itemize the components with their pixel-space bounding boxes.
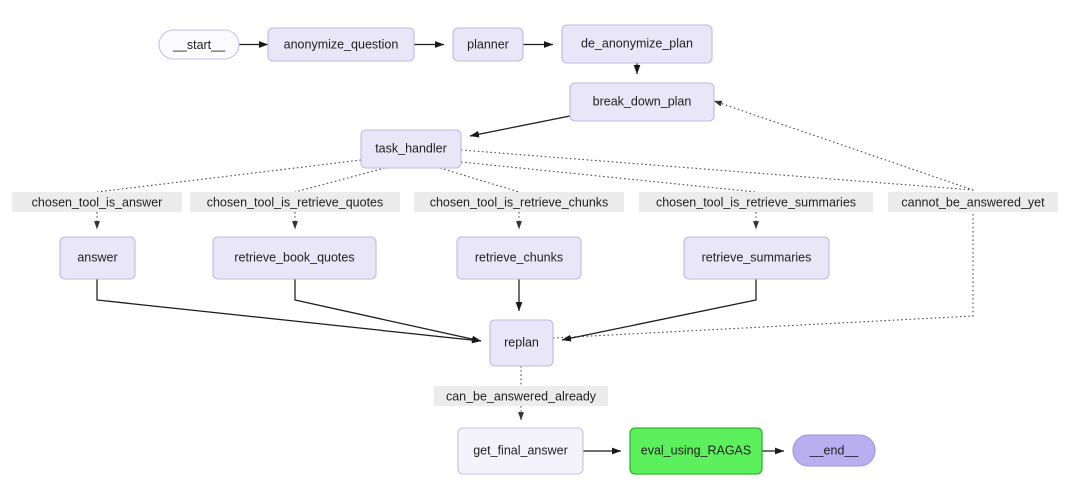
edge-label-chosen-tool-is-retrieve-quotes: chosen_tool_is_retrieve_quotes [190, 192, 400, 212]
node-planner[interactable]: planner [452, 27, 524, 62]
node-label: planner [467, 37, 509, 51]
node-label: de_anonymize_plan [581, 36, 693, 50]
node-label: __start__ [172, 38, 226, 52]
node-label: replan [504, 335, 539, 349]
node-replan[interactable]: replan [489, 319, 554, 367]
edge-task-handler-to-chosen-tool-is-retrieve-summaries [460, 161, 757, 193]
edge-label-chosen-tool-is-answer: chosen_tool_is_answer [12, 192, 182, 212]
edge-task-handler-to-chosen-tool-is-answer [96, 159, 362, 193]
node-de-anonymize-plan[interactable]: de_anonymize_plan [561, 24, 713, 64]
edge-label-cannot-be-answered-yet: cannot_be_answered_yet [888, 192, 1058, 212]
edge-task-handler-to-cannot-be-answered-yet [460, 149, 974, 191]
edge-layer [94, 41, 974, 455]
node-label: task_handler [375, 141, 447, 155]
node-start[interactable]: __start__ [158, 29, 240, 60]
edge-label-text: can_be_answered_already [446, 389, 597, 403]
node-label: get_final_answer [473, 443, 568, 457]
node-label: eval_using_RAGAS [641, 443, 751, 457]
edge-replan-to-break-down-plan [552, 100, 974, 339]
edge-answer-to-replan [96, 279, 482, 344]
edge-break-down-plan-to-task-handler [469, 115, 571, 138]
edge-retrieve-book-quotes-to-replan [294, 279, 482, 343]
node-end[interactable]: __end__ [792, 434, 876, 467]
node-layer: __start__ anonymize_question planner de_… [59, 24, 876, 475]
node-label: answer [77, 250, 117, 264]
node-answer[interactable]: answer [59, 236, 136, 280]
edge-label-text: chosen_tool_is_retrieve_quotes [207, 195, 384, 209]
node-label: break_down_plan [593, 94, 692, 108]
node-get-final-answer[interactable]: get_final_answer [457, 427, 584, 475]
edge-task-handler-to-chosen-tool-is-retrieve-chunks [439, 167, 520, 193]
node-break-down-plan[interactable]: break_down_plan [569, 82, 715, 122]
edge-label-can-be-answered-already: can_be_answered_already [434, 386, 608, 406]
node-task-handler[interactable]: task_handler [360, 129, 462, 169]
edge-retrieve-summaries-to-replan [561, 279, 757, 342]
node-label: retrieve_chunks [475, 250, 563, 264]
edge-label-text: chosen_tool_is_answer [32, 195, 163, 209]
edge-label-chosen-tool-is-retrieve-chunks: chosen_tool_is_retrieve_chunks [414, 192, 624, 212]
edge-label-layer: chosen_tool_is_answer chosen_tool_is_ret… [12, 192, 1058, 406]
edge-label-text: chosen_tool_is_retrieve_summaries [656, 195, 856, 209]
node-retrieve-book-quotes[interactable]: retrieve_book_quotes [212, 236, 377, 280]
edge-task-handler-to-chosen-tool-is-retrieve-quotes [294, 167, 386, 193]
edge-label-text: cannot_be_answered_yet [901, 195, 1045, 209]
node-retrieve-chunks[interactable]: retrieve_chunks [456, 236, 582, 280]
node-retrieve-summaries[interactable]: retrieve_summaries [683, 236, 830, 280]
node-label: retrieve_book_quotes [234, 250, 354, 264]
node-anonymize-question[interactable]: anonymize_question [267, 27, 415, 62]
edge-label-chosen-tool-is-retrieve-summaries: chosen_tool_is_retrieve_summaries [639, 192, 873, 212]
node-label: retrieve_summaries [702, 250, 812, 264]
node-label: anonymize_question [284, 37, 399, 51]
edge-label-text: chosen_tool_is_retrieve_chunks [430, 195, 609, 209]
node-eval-using-ragas[interactable]: eval_using_RAGAS [629, 427, 763, 475]
node-label: __end__ [809, 443, 860, 457]
